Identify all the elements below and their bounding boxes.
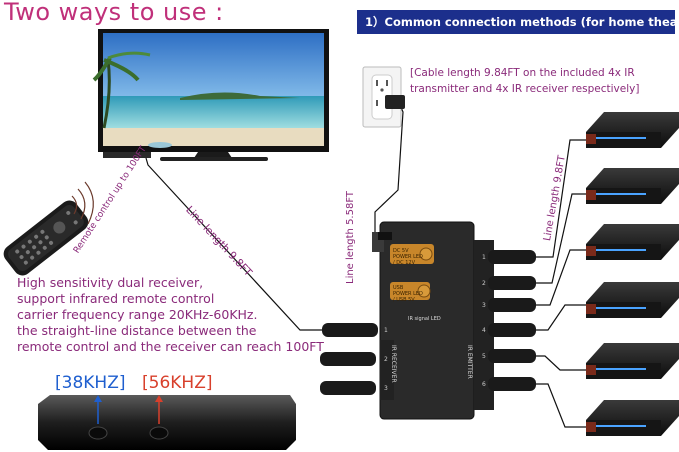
ir-emitter-plugs xyxy=(488,250,536,391)
dvd-player-icon xyxy=(586,343,679,379)
power-adapter-icon xyxy=(385,95,405,109)
emitter-port-number: 5 xyxy=(482,353,486,360)
page-title: Two ways to use : xyxy=(4,0,224,26)
emitter-port-number: 2 xyxy=(482,280,486,287)
power-line-length-label: Line length 5.58FT xyxy=(345,190,356,284)
description-line: carrier frequency range 20KHz-60KHz. xyxy=(17,307,258,322)
ir-receiver-label: IR RECEIVER xyxy=(390,345,397,383)
ir-receiver-bar xyxy=(38,395,296,450)
receiver-port-number: 1 xyxy=(384,327,388,334)
emitter-port-number: 1 xyxy=(482,254,486,261)
ir-hub xyxy=(372,221,494,420)
frequency-label-56khz: [56KHZ] xyxy=(142,373,213,393)
receiver-port-number: 2 xyxy=(384,356,388,363)
dvd-players xyxy=(586,112,679,436)
ir-receiver-plugs xyxy=(320,323,378,395)
dvd-player-icon xyxy=(586,282,679,318)
dvd-player-icon xyxy=(586,168,679,204)
cables xyxy=(145,104,586,428)
ir-signal-led-label: IR signal LED xyxy=(408,316,441,322)
description-line: remote control and the receiver can reac… xyxy=(17,339,324,354)
description-line: support infrared remote control xyxy=(17,291,215,306)
frequency-label-38khz: [38KHZ] xyxy=(55,373,126,393)
dvd-player-icon xyxy=(586,400,679,436)
dc-power-label: DC 5V POWER LED / DC 12V xyxy=(393,248,423,266)
emitter-port-number: 3 xyxy=(482,302,486,309)
receiver-description: High sensitivity dual receiver, support … xyxy=(17,275,324,355)
connection-method-banner: 1）Common connection methods (for home th… xyxy=(357,10,679,34)
dvd-player-icon xyxy=(586,112,679,148)
receiver-port-number: 3 xyxy=(384,385,388,392)
emitter-port-number: 4 xyxy=(482,327,486,334)
cable-length-note: [Cable length 9.84FT on the included 4x … xyxy=(410,67,640,95)
ir-remote xyxy=(3,181,94,276)
wall-outlet-icon xyxy=(362,66,405,128)
dvd-player-icon xyxy=(586,224,679,260)
emitter-port-number: 6 xyxy=(482,381,486,388)
description-line: the straight-line distance between the xyxy=(17,323,257,338)
description-line: High sensitivity dual receiver, xyxy=(17,275,204,290)
television xyxy=(92,29,329,161)
ir-emitter-label: IR EMITTER xyxy=(466,345,473,379)
usb-power-label: USB POWER LED / USB 5V xyxy=(393,285,423,303)
